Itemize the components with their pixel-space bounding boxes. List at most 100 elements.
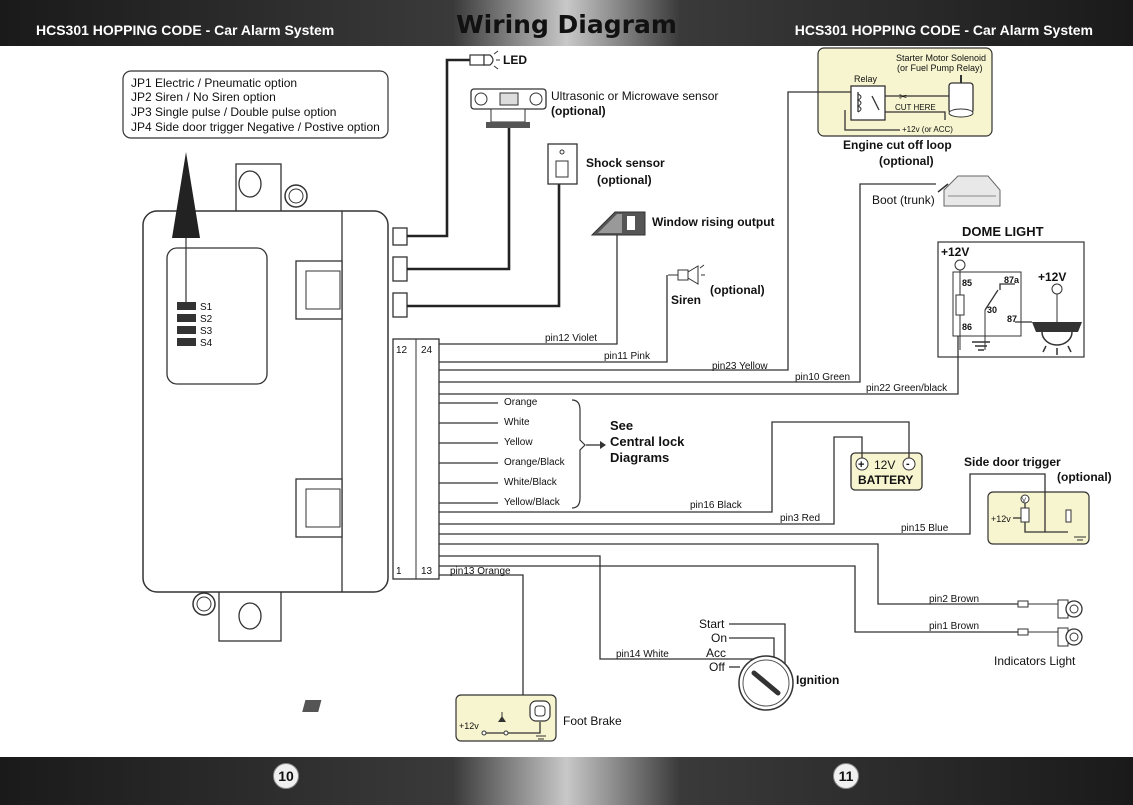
battery-voltage: 12V: [874, 458, 895, 472]
diagrams-label: Diagrams: [610, 450, 669, 465]
switch-s2: S2: [200, 314, 213, 325]
pin13-label: pin13 Orange: [450, 566, 511, 577]
acc-label: +12v (or ACC): [902, 125, 953, 134]
indicator-bulb-2-icon: [1017, 627, 1083, 647]
central-lock-label: Central lock: [610, 434, 685, 449]
alarm-control-unit: [142, 152, 389, 642]
dome-terminal-left: [954, 259, 966, 271]
side-door-resistor: [1020, 507, 1030, 523]
shock-sensor-optional: (optional): [597, 173, 652, 187]
central-wire-orange-black: Orange/Black: [504, 457, 566, 468]
side-door-box: [987, 491, 1090, 545]
pin2-label: pin2 Brown: [929, 594, 979, 605]
dome-plus-12v-right: +12V: [1038, 270, 1066, 284]
window-rising-icon: [590, 211, 646, 236]
dip-switches: S1 S2 S3 S4: [177, 302, 213, 349]
central-lock-brace: [571, 399, 586, 509]
relay-pin-85: 85: [962, 278, 972, 288]
pin22-label: pin22 Green/black: [866, 383, 948, 394]
car-boot-icon: [937, 175, 1001, 207]
shock-sensor-label: Shock sensor: [586, 156, 665, 170]
side-door-optional: (optional): [1057, 470, 1112, 484]
foot-brake-plus12v: +12v: [459, 721, 479, 731]
dome-terminal-right: [1051, 283, 1063, 295]
svg-text:-: -: [906, 458, 910, 470]
engine-cut-optional: (optional): [879, 154, 934, 168]
led-connector: [392, 227, 408, 246]
scissors-icon: ✂: [899, 92, 907, 103]
ignition-off-label: Off: [709, 660, 725, 674]
cut-here-label: CUT HERE: [895, 103, 936, 112]
switch-s4: S4: [200, 338, 213, 349]
pin10-label: pin10 Green: [795, 372, 850, 383]
central-wire-white: White: [504, 417, 530, 428]
pin15-wire: [439, 473, 1046, 535]
pin23-wire: [439, 91, 851, 371]
relay-acc-wire: [844, 110, 900, 131]
indicators-light-label: Indicators Light: [994, 654, 1076, 668]
relay-pin-87: 87: [1007, 314, 1017, 324]
led-wire: [407, 58, 470, 238]
dome-light-title: DOME LIGHT: [962, 224, 1044, 239]
led-label: LED: [503, 53, 527, 67]
shock-wire: [407, 184, 561, 308]
header-right-title: HCS301 HOPPING CODE - Car Alarm System: [794, 22, 1093, 38]
side-door-ground-icon: [1074, 536, 1086, 541]
jumper-jp1: JP1 Electric / Pneumatic option: [131, 76, 297, 90]
central-wire-yellow: Yellow: [504, 437, 533, 448]
dome-relay-coil: [955, 294, 965, 316]
central-wire-orange: Orange: [504, 397, 538, 408]
brake-light-icon: [529, 700, 551, 722]
foot-brake-label: Foot Brake: [563, 714, 622, 728]
connector-pin-12: 12: [396, 345, 408, 356]
siren-optional: (optional): [710, 283, 765, 297]
ultrasonic-optional: (optional): [551, 104, 606, 118]
header-left-title: HCS301 HOPPING CODE - Car Alarm System: [36, 22, 335, 38]
led-icon: [469, 50, 500, 70]
ign-on-line: [729, 637, 775, 664]
pin14-wire: [439, 555, 775, 660]
page-number-left: 10: [273, 763, 299, 789]
page-number-right: 11: [833, 763, 859, 789]
ignition-switch-icon: [738, 655, 794, 711]
relay-pin-86: 86: [962, 322, 972, 332]
ignition-on-label: On: [711, 631, 727, 645]
side-door-plus12v: +12v: [991, 514, 1011, 524]
ground-icon: [972, 341, 990, 351]
starter-label-2: (or Fuel Pump Relay): [897, 63, 983, 73]
see-label: See: [610, 418, 633, 433]
ultrasonic-sensor-icon: [470, 88, 547, 128]
pin2-wire: [439, 543, 1018, 605]
jumper-jp3: JP3 Single pulse / Double pulse option: [131, 105, 336, 119]
engine-cut-title: Engine cut off loop: [843, 138, 952, 152]
pin12-label: pin12 Violet: [545, 333, 597, 344]
relay-icon: [850, 85, 886, 121]
sensor-connector: [392, 256, 408, 282]
ignition-label: Ignition: [796, 673, 839, 687]
siren-icon: [668, 264, 705, 285]
starter-solenoid-icon: [948, 75, 974, 118]
central-wire-yellow-black: Yellow/Black: [504, 497, 561, 508]
brake-pedal-icon: [302, 700, 506, 722]
ign-start-line: [729, 623, 786, 667]
relay-pin-30: 30: [987, 305, 997, 315]
indicator-bulb-1-icon: [1017, 599, 1083, 619]
relay-loop-wire: [885, 111, 946, 120]
jumper-jp4: JP4 Side door trigger Negative / Postive…: [131, 120, 380, 134]
boot-label: Boot (trunk): [872, 193, 935, 207]
connector-pin-13: 13: [421, 566, 433, 577]
jumper-legend-box: [122, 70, 389, 139]
pin16-label: pin16 Black: [690, 500, 743, 511]
pin3-label: pin3 Red: [780, 513, 820, 524]
central-lock-wires: [439, 402, 498, 504]
jumper-jp2: JP2 Siren / No Siren option: [131, 90, 276, 104]
siren-label: Siren: [671, 293, 701, 307]
main-wire-connector: [392, 338, 440, 580]
shock-sensor-icon: [547, 143, 578, 185]
footer-bar: [0, 757, 1133, 805]
connector-pin-1: 1: [396, 566, 402, 577]
ultrasonic-label: Ultrasonic or Microwave sensor: [551, 89, 718, 103]
central-wire-white-black: White/Black: [504, 477, 558, 488]
foot-brake-ground-icon: [536, 735, 546, 740]
